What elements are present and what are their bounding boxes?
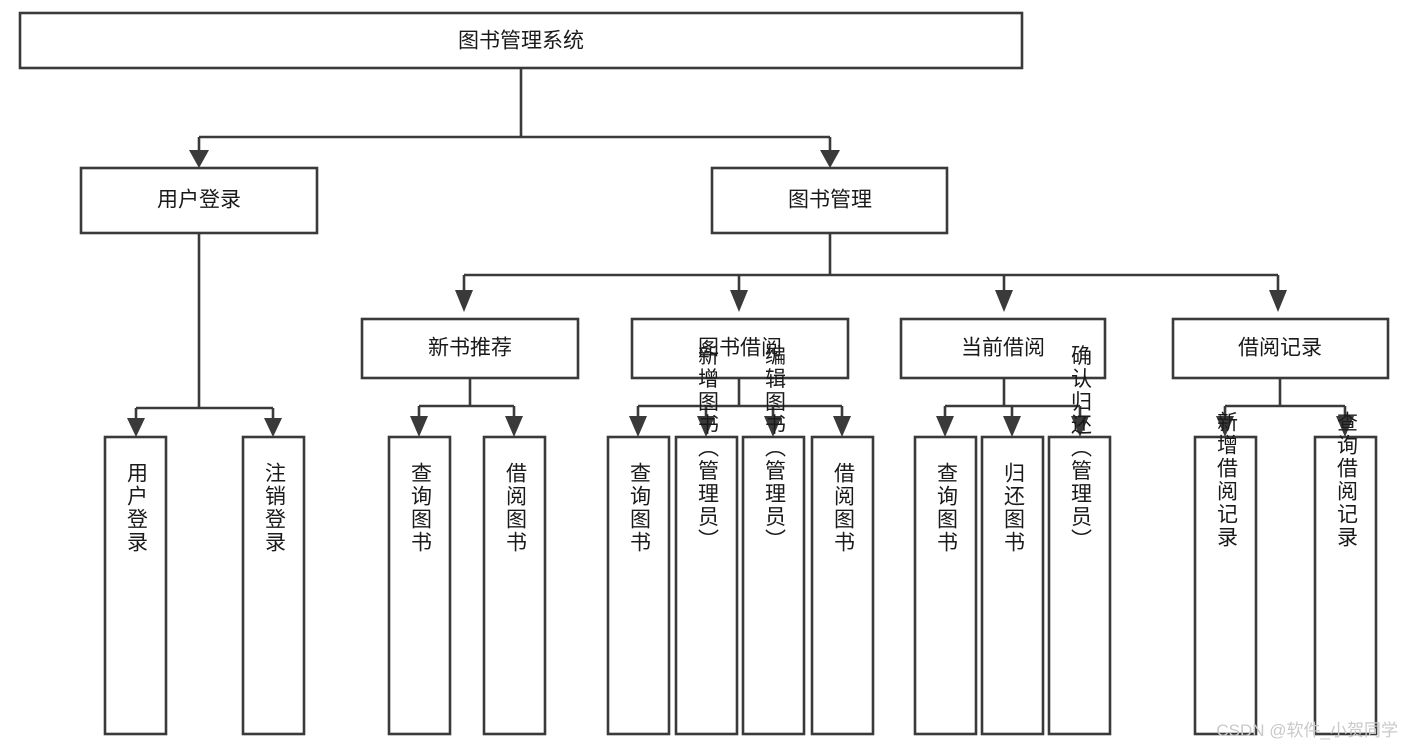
leaf-label-query-book-2: 查询图书 — [628, 462, 652, 554]
leaf-label-logout: 注销登录 — [263, 462, 287, 554]
leaf-label-add-book: 新增图书（管理员） — [696, 345, 720, 552]
leaf-node-confirm-return[interactable]: 确认归还（管理员） — [1047, 345, 1112, 736]
arrowhead-leaf-borrow-book-2 — [833, 416, 851, 437]
book-borrow-box[interactable] — [630, 317, 850, 380]
arrowhead-leaf-add-record — [1216, 416, 1234, 437]
leaf-node-add-book[interactable]: 新增图书（管理员） — [674, 345, 739, 736]
leaf-node-query-borrow-record[interactable]: 查询借阅记录 — [1313, 411, 1378, 736]
arrowhead-leaf-query-book-2 — [629, 416, 647, 437]
arrowhead-leaf-edit-book — [764, 416, 782, 437]
borrow-record-label: 借阅记录 — [1238, 337, 1322, 360]
leaf-label-borrow-book-1: 借阅图书 — [504, 462, 528, 554]
leaf-node-query-book-recommend[interactable]: 查询图书 — [387, 435, 452, 736]
leaf-node-query-book-borrow[interactable]: 查询图书 — [606, 435, 671, 736]
leaf-box-return-book[interactable] — [980, 435, 1045, 736]
node-book-borrow[interactable]: 图书借阅 — [630, 317, 850, 380]
leaf-box-logout[interactable] — [241, 435, 306, 736]
leaf-box-user-login[interactable] — [103, 435, 168, 736]
borrow-record-box[interactable] — [1171, 317, 1390, 380]
arrowhead-leaf-return-book — [1003, 416, 1021, 437]
leaf-box-confirm-return[interactable] — [1047, 435, 1112, 736]
node-root-system[interactable]: 图书管理系统 — [18, 11, 1024, 70]
node-user-login[interactable]: 用户登录 — [79, 166, 319, 235]
node-new-book-recommend[interactable]: 新书推荐 — [360, 317, 580, 380]
arrowhead-borrowrecord — [1269, 290, 1287, 312]
current-borrow-label: 当前借阅 — [961, 337, 1045, 360]
leaf-label-add-record: 新增借阅记录 — [1215, 411, 1239, 549]
csdn-watermark: CSDN @软件_小贺同学 — [1216, 721, 1398, 740]
arrowhead-leaf-query-book-1 — [410, 416, 428, 437]
leaf-node-borrow-book-recommend[interactable]: 借阅图书 — [482, 435, 547, 736]
book-management-label: 图书管理 — [788, 189, 872, 212]
leaf-node-add-borrow-record[interactable]: 新增借阅记录 — [1193, 411, 1258, 736]
leaf-box-query-book-3[interactable] — [913, 435, 978, 736]
leaf-label-user-login: 用户登录 — [125, 462, 149, 554]
leaf-label-query-book-1: 查询图书 — [409, 462, 433, 554]
arrowhead-leaf-logout — [264, 418, 282, 437]
leaf-node-logout[interactable]: 注销登录 — [241, 435, 306, 736]
leaf-node-user-login-action[interactable]: 用户登录 — [103, 435, 168, 736]
leaf-box-edit-book[interactable] — [741, 435, 806, 736]
leaf-node-borrow-book[interactable]: 借阅图书 — [810, 435, 875, 736]
leaf-label-confirm-return: 确认归还（管理员） — [1069, 345, 1093, 552]
arrowhead-leaf-add-book — [697, 416, 715, 437]
node-book-management[interactable]: 图书管理 — [710, 166, 949, 235]
leaf-box-borrow-book-2[interactable] — [810, 435, 875, 736]
leaf-label-edit-book: 编辑图书（管理员） — [763, 345, 787, 552]
leaf-label-return-book: 归还图书 — [1002, 462, 1026, 554]
root-label: 图书管理系统 — [458, 30, 584, 53]
root-box[interactable] — [18, 11, 1024, 70]
book-management-box[interactable] — [710, 166, 949, 235]
user-login-box[interactable] — [79, 166, 319, 235]
connector-layer — [127, 68, 1354, 437]
leaf-label-query-record: 查询借阅记录 — [1335, 411, 1359, 549]
leaf-label-borrow-book-2: 借阅图书 — [832, 462, 856, 554]
arrowhead-userlogin — [189, 150, 209, 168]
arrowhead-leaf-confirm-return — [1071, 416, 1089, 437]
current-borrow-box[interactable] — [899, 317, 1107, 380]
leaf-node-query-book-current[interactable]: 查询图书 — [913, 435, 978, 736]
leaf-box-add-record[interactable] — [1193, 435, 1258, 736]
node-current-borrow[interactable]: 当前借阅 — [899, 317, 1107, 380]
leaf-label-query-book-3: 查询图书 — [935, 462, 959, 554]
leaf-box-query-record[interactable] — [1313, 435, 1378, 736]
leaf-box-add-book[interactable] — [674, 435, 739, 736]
leaf-box-query-book-2[interactable] — [606, 435, 671, 736]
leaf-box-query-book-1[interactable] — [387, 435, 452, 736]
leaf-box-borrow-book-1[interactable] — [482, 435, 547, 736]
arrowhead-currentborrow — [995, 290, 1013, 312]
arrowhead-leaf-user-login — [127, 418, 145, 437]
leaf-node-return-book[interactable]: 归还图书 — [980, 435, 1045, 736]
user-login-label: 用户登录 — [157, 189, 241, 212]
new-book-recommend-label: 新书推荐 — [428, 337, 512, 360]
node-borrow-record[interactable]: 借阅记录 — [1171, 317, 1390, 380]
book-borrow-label: 图书借阅 — [698, 337, 782, 360]
new-book-recommend-box[interactable] — [360, 317, 580, 380]
arrowhead-leaf-borrow-book-1 — [505, 416, 523, 437]
arrowhead-newbook — [455, 290, 473, 312]
arrowhead-bookmgmt — [820, 150, 840, 168]
arrowhead-leaf-query-record — [1336, 416, 1354, 437]
arrowhead-bookborrow — [730, 290, 748, 312]
leaf-node-edit-book[interactable]: 编辑图书（管理员） — [741, 345, 806, 736]
arrowhead-leaf-query-book-3 — [936, 416, 954, 437]
